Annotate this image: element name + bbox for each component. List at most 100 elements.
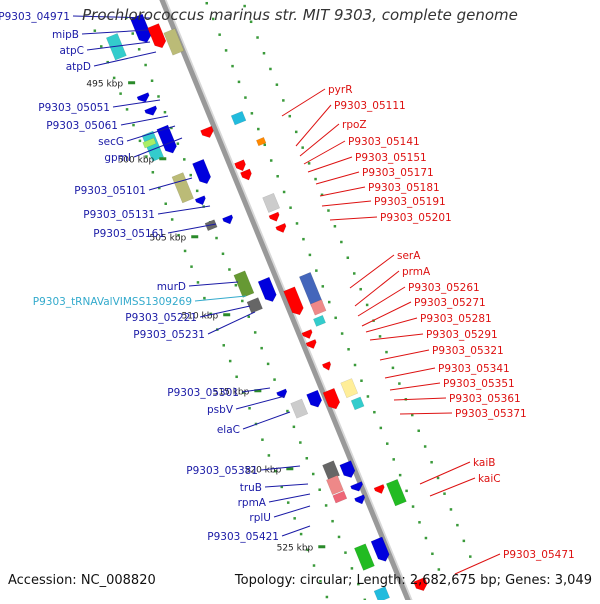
gene-label: P9303_05101 (74, 185, 146, 197)
guide-dot (352, 272, 356, 275)
gene-label: P9303_05151 (355, 152, 427, 164)
gene-label: P9303_05231 (133, 329, 205, 341)
guide-dot (443, 492, 446, 495)
guide-dot (299, 532, 303, 536)
guide-dot (218, 33, 221, 36)
guide-dot (301, 146, 304, 149)
gene-block (301, 329, 313, 339)
guide-dot (224, 49, 228, 52)
guide-dot (250, 112, 254, 115)
guide-dot (327, 300, 331, 304)
guide-dot (405, 489, 408, 493)
guide-dot (340, 332, 344, 335)
leader-line (112, 99, 161, 108)
tick-mark (254, 389, 262, 393)
gene-block (306, 389, 323, 408)
gene-label: P9303_05261 (408, 282, 480, 294)
gene-label: P9303_05351 (443, 378, 515, 390)
guide-dot (248, 406, 251, 410)
gene-block (339, 460, 356, 478)
guide-dot (350, 567, 354, 570)
gene-label: P9303_05291 (426, 329, 498, 341)
guide-dot (273, 378, 276, 381)
guide-dot (378, 335, 382, 338)
leader-line (319, 186, 366, 197)
guide-dot (286, 501, 290, 504)
gene-label: P9303_tRNAValVIMSS1309269 (33, 296, 192, 308)
guide-dot (314, 177, 317, 181)
guide-dot (386, 442, 389, 445)
guide-dot (437, 568, 441, 571)
gene-label: P9303_05421 (207, 531, 279, 543)
guide-dot (324, 504, 328, 507)
accession-text: Accession: NC_008820 (8, 573, 156, 588)
leader-line (235, 395, 286, 410)
guide-dot (176, 142, 180, 145)
guide-dot (235, 375, 238, 379)
leader-line (86, 41, 151, 51)
gene-block (147, 23, 167, 49)
guide-dot (306, 548, 309, 552)
leader-line (148, 177, 193, 191)
guide-dot (411, 505, 415, 508)
guide-dot (228, 359, 232, 363)
guide-dot (398, 382, 401, 385)
gene-label: P9303_05191 (374, 196, 446, 208)
leader-line (303, 140, 346, 165)
guide-dot (295, 222, 299, 225)
guide-dot (431, 552, 434, 556)
guide-dot (266, 362, 270, 366)
guide-dot (456, 523, 459, 527)
gene-block (298, 271, 323, 307)
guide-dot (132, 123, 135, 127)
leader-line (321, 200, 372, 207)
gene-block (340, 378, 359, 399)
tick-label: 505 kbp (150, 233, 187, 243)
gene-block (313, 314, 326, 327)
gene-label: rplU (249, 512, 271, 524)
guide-dot (424, 536, 428, 540)
tick-label: 510 kbp (182, 311, 219, 321)
leader-line (207, 311, 256, 335)
map-title: Prochlorococcus marinus str. MIT 9303, c… (82, 6, 518, 24)
leader-line (194, 295, 247, 302)
leader-line (379, 349, 430, 361)
leader-line (93, 51, 157, 67)
guide-dot (305, 457, 309, 460)
gene-block (354, 543, 375, 571)
gene-block (136, 92, 150, 103)
gene-label: atpC (59, 45, 84, 57)
gene-block (246, 297, 263, 314)
gene-label: atpD (66, 61, 91, 73)
guide-dot (131, 32, 134, 35)
guide-dot (417, 429, 420, 433)
leader-line (369, 333, 424, 341)
guide-dot (125, 108, 129, 111)
leader-line (157, 205, 211, 215)
guide-dot (318, 488, 321, 491)
guide-dot (334, 316, 337, 320)
guide-dot (449, 508, 453, 511)
guide-dot (157, 95, 160, 98)
gene-label: rpoZ (342, 119, 367, 131)
leader-line (365, 317, 418, 333)
leader-line (354, 270, 400, 307)
guide-dot (321, 285, 325, 288)
tick-mark (159, 157, 167, 161)
gene-block (142, 137, 157, 149)
guide-dot (256, 36, 259, 39)
guide-dot (292, 425, 296, 429)
gene-label: P9303_04971 (0, 11, 70, 23)
guide-dot (288, 114, 292, 118)
leader-line (384, 367, 436, 379)
gene-label: murD (157, 281, 186, 293)
tick-mark (191, 235, 199, 239)
guide-dot (275, 83, 279, 86)
guide-dot (347, 348, 350, 351)
leader-line (329, 216, 378, 221)
guide-dot (411, 413, 414, 417)
guide-dot (269, 67, 272, 71)
leader-line (81, 29, 149, 35)
leader-line (361, 301, 412, 327)
gene-block (350, 396, 365, 411)
